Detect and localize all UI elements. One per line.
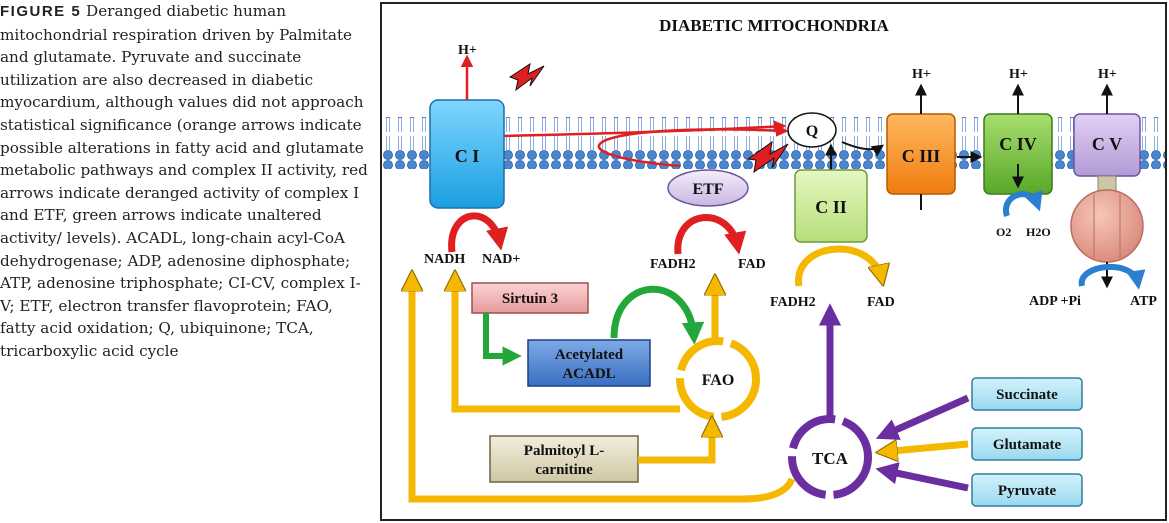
pyruvate-box xyxy=(971,473,1083,507)
glutamate-label: Glutamate xyxy=(993,437,1062,453)
q-to-ciii-arrow xyxy=(841,141,884,157)
cii-fadh2-to-fad-orange-arrow xyxy=(795,245,882,286)
h2o-label: H2O xyxy=(1026,225,1051,239)
sirtuin3-label: Sirtuin 3 xyxy=(502,291,558,307)
sirtuin3-box xyxy=(471,282,589,314)
acadl-to-fao-green-arrow xyxy=(610,285,705,345)
etf-fadh2-label: FADH2 xyxy=(650,257,696,272)
mitochondria-diagram: DIABETIC MITOCHONDRIA C I H+ C II C III … xyxy=(382,16,1165,507)
o2-to-h2o-blue-arrow xyxy=(1002,190,1043,217)
fao-label: FAO xyxy=(702,372,735,389)
cv-rotor xyxy=(1070,189,1144,263)
diagram-title: DIABETIC MITOCHONDRIA xyxy=(659,16,889,35)
tca-cycle xyxy=(788,415,872,499)
acadl-label-line2: ACADL xyxy=(562,366,615,382)
nad-label: NAD+ xyxy=(482,252,520,267)
ci-lightning-icon xyxy=(508,62,545,92)
fao-cycle xyxy=(676,337,760,421)
q-label: Q xyxy=(806,123,818,140)
ci-proton-label: H+ xyxy=(458,43,477,58)
pyruvate-label: Pyruvate xyxy=(998,483,1057,499)
etf-label: ETF xyxy=(692,181,723,198)
acadl-box xyxy=(527,339,651,387)
glutamate-to-tca-orange-arrow xyxy=(882,444,969,452)
adp-to-atp-blue-arrow xyxy=(1078,263,1146,290)
palmitoyl-label-line1: Palmitoyl L- xyxy=(524,443,604,459)
nadh-label: NADH xyxy=(424,252,465,267)
pyruvate-to-tca-purple-arrow xyxy=(875,462,969,492)
complex-v-label: C V xyxy=(1092,134,1122,154)
palmitoyl-to-fao-orange-arrow xyxy=(638,422,712,464)
complex-ii xyxy=(794,169,868,243)
complex-ii-label: C II xyxy=(815,197,847,217)
figure-label: FIGURE 5 xyxy=(0,3,82,20)
palmitoyl-label-line2: carnitine xyxy=(535,462,593,478)
atp-label: ATP xyxy=(1130,294,1157,309)
palmitoyl-box xyxy=(489,435,639,483)
tca-to-nadh-orange-arrow xyxy=(412,276,796,503)
complex-iv-label: C IV xyxy=(999,134,1037,154)
figure-caption: FIGURE 5 Deranged diabetic human mitocho… xyxy=(0,0,372,363)
cii-fad-label: FAD xyxy=(867,295,895,310)
tca-label: TCA xyxy=(812,449,849,468)
ubiquinone-q xyxy=(787,112,837,148)
civ-proton-label: H+ xyxy=(1009,67,1028,82)
etf-fad-label: FAD xyxy=(738,257,766,272)
sirtuin-to-acadl-green-arrow xyxy=(483,313,522,366)
adp-pi-label: ADP +Pi xyxy=(1029,294,1081,309)
o2-label: O2 xyxy=(996,225,1011,239)
succinate-box xyxy=(971,377,1083,411)
caption-text: Deranged diabetic human mitochondrial re… xyxy=(0,2,368,360)
etf-node xyxy=(667,169,749,207)
glutamate-box xyxy=(971,427,1083,461)
succinate-label: Succinate xyxy=(996,387,1058,403)
fao-to-nadh-orange-arrow xyxy=(455,276,680,413)
diagram-panel: DIABETIC MITOCHONDRIA C I H+ C II C III … xyxy=(380,2,1167,521)
cii-fadh2-label: FADH2 xyxy=(770,295,816,310)
acadl-label-line1: Acetylated xyxy=(555,347,624,363)
nadh-to-nad-red-arrow xyxy=(448,212,509,253)
etf-lightning-icon xyxy=(746,140,789,174)
ciii-proton-label: H+ xyxy=(912,67,931,82)
etf-to-q-red-arrow xyxy=(597,124,789,168)
complex-i-label: C I xyxy=(455,146,480,166)
cv-proton-label: H+ xyxy=(1098,67,1117,82)
complex-iii-label: C III xyxy=(902,146,941,166)
succinate-to-tca-purple-arrow xyxy=(875,394,970,440)
etf-fadh2-to-fad-red-arrow xyxy=(674,214,747,255)
